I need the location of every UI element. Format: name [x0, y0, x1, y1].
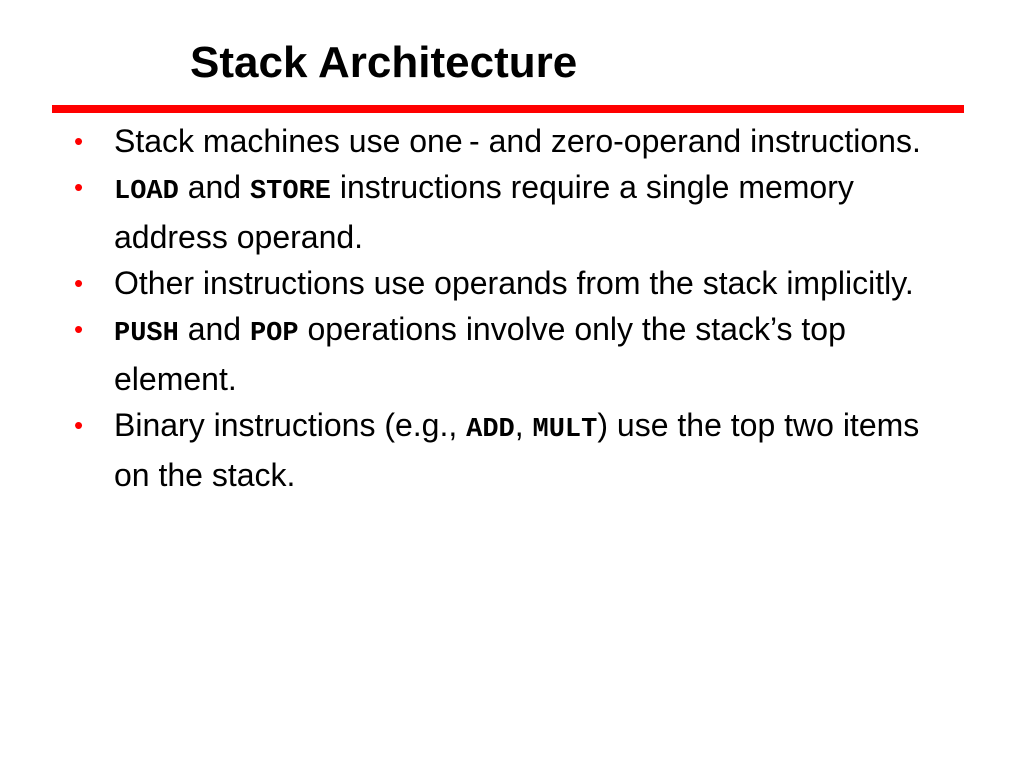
bullet-text-segment: Binary instructions (e.g., — [114, 407, 467, 443]
instruction-code: PUSH — [114, 319, 179, 349]
bullet-dot-icon: • — [74, 126, 84, 156]
bullet-text: LOAD and STORE instructions require a si… — [114, 165, 954, 260]
bullet-dot-icon: • — [74, 410, 84, 440]
bullet-item: • Stack machines use one - and zero-oper… — [74, 119, 954, 164]
instruction-code: STORE — [249, 177, 331, 207]
bullet-text: Binary instructions (e.g., ADD, MULT) us… — [114, 403, 954, 498]
bullet-text-segment: and — [178, 169, 250, 205]
instruction-code: LOAD — [114, 177, 179, 207]
bullet-dot-icon: • — [74, 172, 84, 202]
slide-title: Stack Architecture — [190, 38, 578, 87]
bullet-text-segment: , — [514, 407, 533, 443]
instruction-code: POP — [249, 319, 299, 349]
bullet-item: • Binary instructions (e.g., ADD, MULT) … — [74, 403, 954, 498]
title-divider — [52, 105, 964, 113]
bullet-item: • PUSH and POP operations involve only t… — [74, 307, 954, 402]
bullet-text: PUSH and POP operations involve only the… — [114, 307, 954, 402]
bullet-text-segment: and — [178, 311, 250, 347]
bullet-text-segment: instructions require a single memory add… — [114, 169, 854, 255]
bullet-item: • Other instructions use operands from t… — [74, 261, 954, 306]
bullet-list: • Stack machines use one - and zero-oper… — [74, 119, 954, 499]
instruction-code: ADD — [466, 415, 515, 445]
bullet-item: • LOAD and STORE instructions require a … — [74, 165, 954, 260]
instruction-code: MULT — [532, 415, 598, 445]
bullet-text-segment: Other instructions use operands from the… — [114, 265, 914, 301]
bullet-dot-icon: • — [74, 268, 84, 298]
bullet-text: Other instructions use operands from the… — [114, 261, 954, 306]
bullet-text: Stack machines use one - and zero-operan… — [114, 119, 954, 164]
bullet-dot-icon: • — [74, 314, 84, 344]
bullet-text-segment: ) use the top two items on the stack. — [114, 407, 920, 493]
bullet-text-segment: Stack machines use one - and zero-operan… — [114, 123, 921, 159]
bullet-text-segment: operations involve only the stack’s top … — [114, 311, 846, 397]
